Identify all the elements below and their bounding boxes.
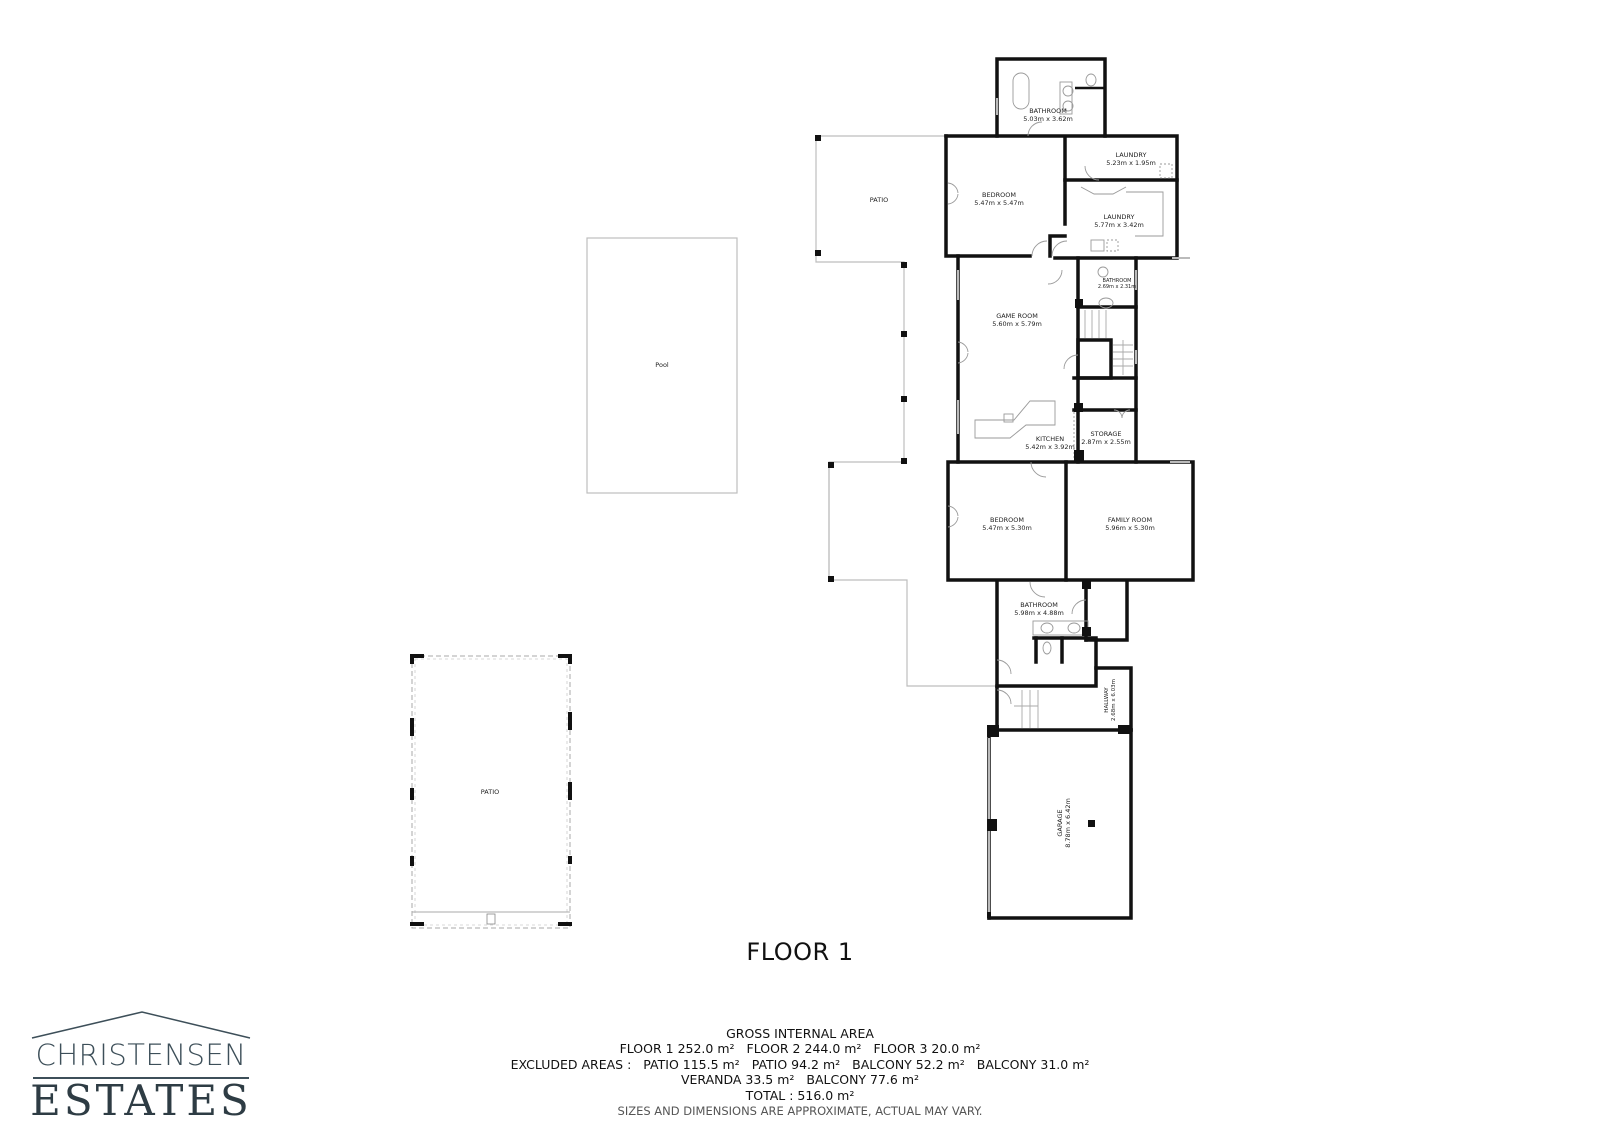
floor-2-area: FLOOR 2 244.0 m² bbox=[746, 1041, 862, 1057]
label-patio-detached: PATIO bbox=[480, 788, 500, 796]
excluded-patio-1: PATIO 115.5 m² bbox=[643, 1056, 740, 1072]
logo-line1: CHRISTENSEN bbox=[35, 1038, 247, 1072]
excluded-balcony-2: BALCONY 31.0 m² bbox=[976, 1056, 1090, 1072]
area-heading: GROSS INTERNAL AREA bbox=[726, 1026, 874, 1041]
floor-3-area: FLOOR 3 20.0 m² bbox=[873, 1041, 981, 1057]
christensen-estates-logo: CHRISTENSEN ESTATES bbox=[30, 1010, 252, 1125]
excluded-balcony-1: BALCONY 52.2 m² bbox=[852, 1056, 965, 1072]
logo-line2: ESTATES bbox=[30, 1076, 252, 1125]
detached-patio-outline bbox=[410, 654, 572, 929]
excluded-balcony-3: BALCONY 77.6 m² bbox=[806, 1072, 920, 1088]
disclaimer: SIZES AND DIMENSIONS ARE APPROXIMATE, AC… bbox=[617, 1104, 983, 1119]
fixtures bbox=[947, 72, 1190, 912]
excluded-patio-2: PATIO 94.2 m² bbox=[751, 1056, 841, 1072]
excluded-label: EXCLUDED AREAS : bbox=[510, 1056, 632, 1072]
excluded-areas: EXCLUDED AREAS : PATIO 115.5 m² PATIO 94.2… bbox=[0, 1057, 1600, 1072]
roof-icon bbox=[31, 1011, 251, 1039]
label-patio-top: PATIO bbox=[869, 196, 889, 204]
patio-outline bbox=[815, 135, 997, 687]
label-pool: Pool bbox=[655, 361, 669, 369]
column-blocks bbox=[987, 299, 1131, 918]
floor-1-area: FLOOR 1 252.0 m² bbox=[619, 1041, 735, 1057]
logo-divider bbox=[33, 1077, 249, 1079]
house-walls bbox=[944, 57, 1195, 920]
floor-areas: FLOOR 1 252.0 m² FLOOR 2 244.0 m² FLOOR 3 … bbox=[0, 1041, 1600, 1056]
excluded-areas-more: VERANDA 33.5 m² BALCONY 77.6 m² bbox=[0, 1072, 1600, 1087]
excluded-veranda: VERANDA 33.5 m² bbox=[680, 1072, 795, 1088]
pool-outline bbox=[586, 237, 738, 494]
patio-posts bbox=[815, 135, 907, 582]
total-area: TOTAL : 516.0 m² bbox=[745, 1087, 855, 1103]
floor-title: FLOOR 1 bbox=[746, 938, 854, 966]
